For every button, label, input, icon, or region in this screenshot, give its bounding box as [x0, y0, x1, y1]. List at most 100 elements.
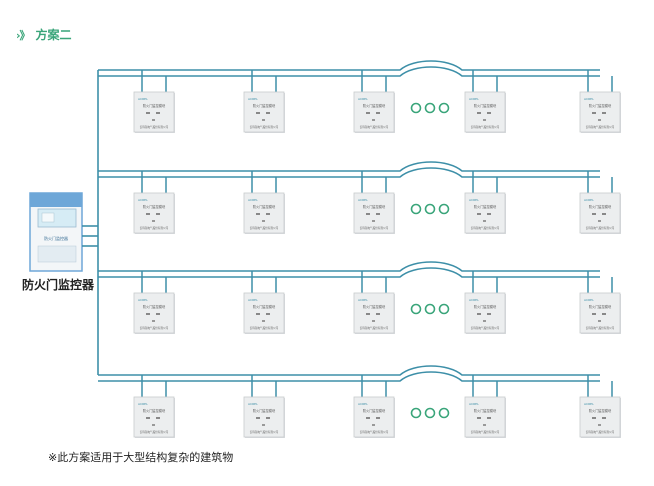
module-indicator-led [256, 313, 260, 315]
row-bus-wire [98, 161, 600, 172]
module-indicator-led [156, 213, 160, 215]
section-heading: ›》方案二 [16, 26, 72, 43]
module-footer: 安科瑞电气股份有限公司 [140, 430, 169, 434]
module-footer: 安科瑞电气股份有限公司 [360, 226, 389, 230]
module-footer: 安科瑞电气股份有限公司 [471, 430, 500, 434]
module-brand: ACREL [584, 97, 594, 101]
module-indicator-led [366, 112, 370, 114]
module-indicator-led [156, 112, 160, 114]
module-box [464, 292, 506, 334]
controller-top-bar [30, 193, 82, 207]
module-indicator-led [256, 112, 260, 114]
module-indicator-led [477, 112, 481, 114]
module-box [353, 192, 395, 234]
row-bus-wire [98, 365, 600, 376]
controller-lower-panel [37, 245, 77, 263]
module-indicator-led [477, 213, 481, 215]
module-box [464, 91, 506, 133]
module-brand: ACREL [358, 298, 368, 302]
chevron-icon: ›》 [16, 29, 31, 42]
module-footer: 安科瑞电气股份有限公司 [586, 226, 615, 230]
module-box [579, 292, 621, 334]
module-indicator-led [146, 417, 150, 419]
module-brand: ACREL [138, 97, 148, 101]
module-indicator-led [592, 313, 596, 315]
ellipsis-circle [424, 407, 436, 419]
module-indicator-led [152, 320, 155, 322]
ellipsis-circle [424, 102, 436, 114]
module-indicator-led [487, 313, 491, 315]
controller-label: 防火门监控器 [22, 278, 95, 292]
module-brand: ACREL [584, 402, 594, 406]
module-footer: 安科瑞电气股份有限公司 [586, 326, 615, 330]
module-brand: ACREL [138, 402, 148, 406]
module-brand: ACREL [358, 97, 368, 101]
module-indicator-led [592, 213, 596, 215]
module-indicator-led [156, 417, 160, 419]
section-title: 方案二 [35, 28, 72, 42]
module-indicator-led [262, 424, 265, 426]
module-title: 防火门监控模块 [253, 204, 276, 209]
module-box [464, 192, 506, 234]
module-indicator-led [156, 313, 160, 315]
module-footer: 安科瑞电气股份有限公司 [140, 226, 169, 230]
module-indicator-led [256, 417, 260, 419]
ellipsis-circle [410, 203, 422, 215]
module-brand: ACREL [138, 298, 148, 302]
module-indicator-led [366, 417, 370, 419]
module-brand: ACREL [358, 402, 368, 406]
module-indicator-led [602, 213, 606, 215]
module-row: ACREL防火门监控模块安科瑞电气股份有限公司ACREL防火门监控模块安科瑞电气… [98, 161, 621, 234]
module-brand: ACREL [584, 198, 594, 202]
module-title: 防火门监控模块 [589, 408, 612, 413]
module-footer: 安科瑞电气股份有限公司 [471, 125, 500, 129]
module-box [579, 192, 621, 234]
module-indicator-led [372, 220, 375, 222]
module-brand: ACREL [248, 198, 258, 202]
ellipsis-circle [438, 102, 450, 114]
module-title: 防火门监控模块 [253, 304, 276, 309]
ellipsis-circle [410, 303, 422, 315]
module-footer: 安科瑞电气股份有限公司 [360, 430, 389, 434]
module-brand: ACREL [358, 198, 368, 202]
module-footer: 安科瑞电气股份有限公司 [471, 326, 500, 330]
module-indicator-led [152, 424, 155, 426]
module-footer: 安科瑞电气股份有限公司 [360, 125, 389, 129]
module-indicator-led [598, 424, 601, 426]
module-indicator-led [483, 119, 486, 121]
module-title: 防火门监控模块 [363, 408, 386, 413]
row-bus-wire [98, 267, 600, 278]
module-box [353, 91, 395, 133]
module-indicator-led [146, 313, 150, 315]
module-brand: ACREL [469, 198, 479, 202]
ellipsis-circle [438, 303, 450, 315]
module-indicator-led [262, 119, 265, 121]
module-brand: ACREL [248, 97, 258, 101]
module-indicator-led [483, 424, 486, 426]
module-title: 防火门监控模块 [253, 103, 276, 108]
module-box [243, 192, 285, 234]
module-box [133, 292, 175, 334]
module-brand: ACREL [584, 298, 594, 302]
module-indicator-led [372, 424, 375, 426]
module-indicator-led [376, 417, 380, 419]
module-indicator-led [256, 213, 260, 215]
module-box [579, 91, 621, 133]
module-indicator-led [146, 112, 150, 114]
module-title: 防火门监控模块 [143, 103, 166, 108]
module-box [464, 396, 506, 438]
module-indicator-led [487, 112, 491, 114]
module-indicator-led [602, 112, 606, 114]
module-title: 防火门监控模块 [589, 204, 612, 209]
